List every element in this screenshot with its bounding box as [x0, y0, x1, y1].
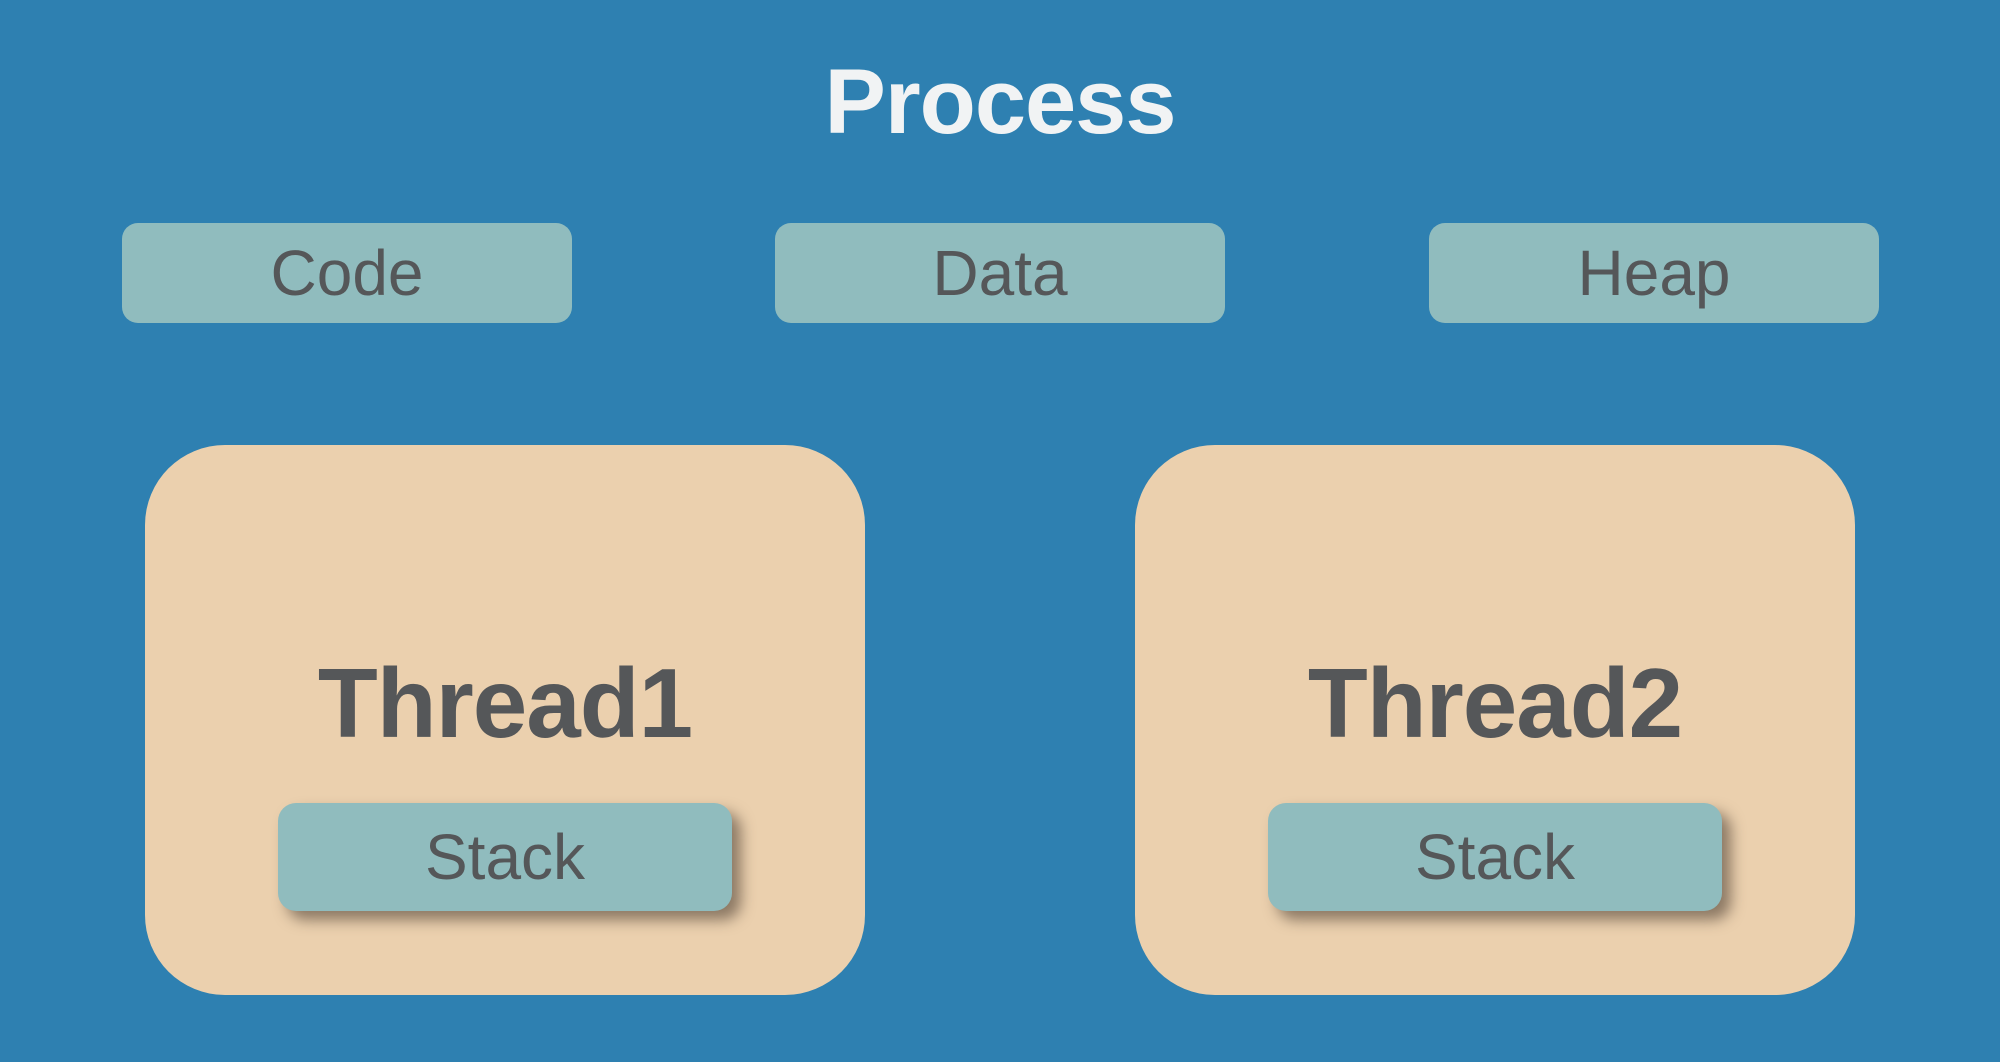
thread1-stack-box: Stack	[278, 803, 732, 911]
data-segment-box: Data	[775, 223, 1225, 323]
heap-segment-box: Heap	[1429, 223, 1879, 323]
thread2-stack-label: Stack	[1414, 821, 1576, 893]
thread2-box: Thread2 Stack	[1135, 445, 1855, 995]
thread2-stack-box: Stack	[1268, 803, 1722, 911]
code-segment-label: Code	[270, 237, 424, 309]
thread1-label: Thread1	[317, 648, 693, 758]
process-title: Process	[824, 51, 1176, 153]
thread2-label: Thread2	[1307, 648, 1683, 758]
thread1-box: Thread1 Stack	[145, 445, 865, 995]
heap-segment-label: Heap	[1577, 237, 1731, 309]
thread1-stack-label: Stack	[424, 821, 586, 893]
data-segment-label: Data	[932, 237, 1068, 309]
code-segment-box: Code	[122, 223, 572, 323]
